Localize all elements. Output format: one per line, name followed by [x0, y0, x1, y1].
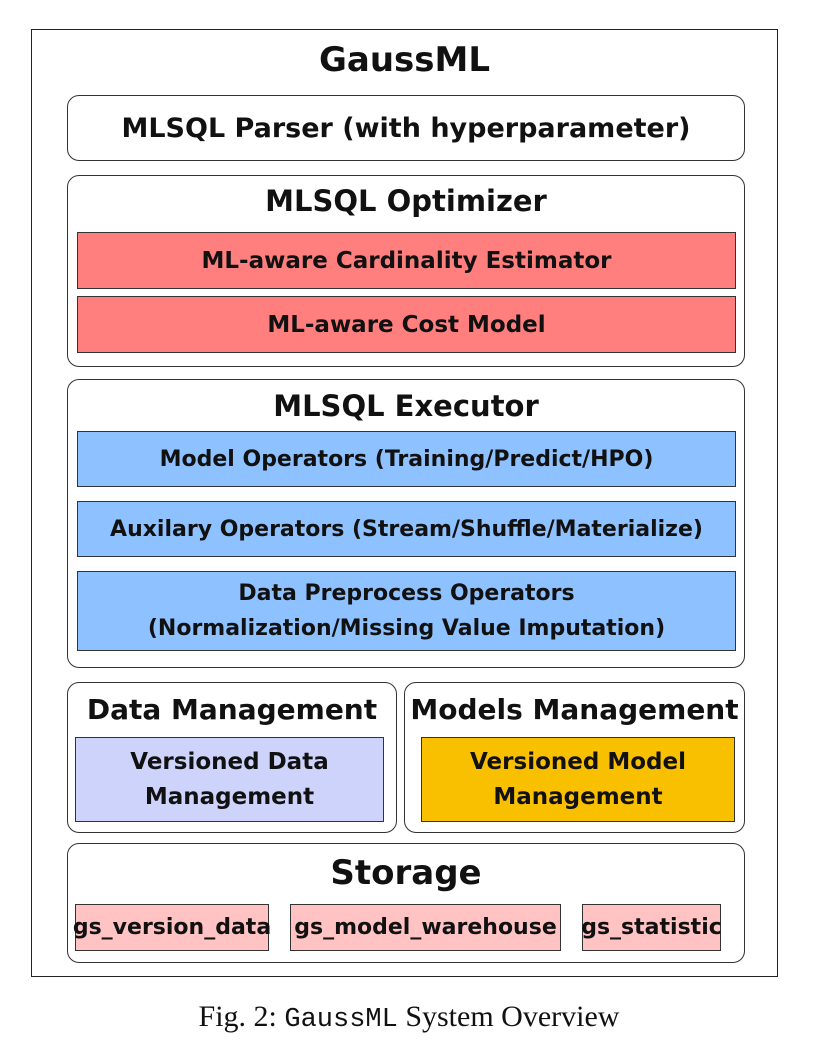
cardinality-estimator-box: ML-aware Cardinality Estimator — [77, 232, 736, 289]
versioned-model-line1: Versioned Model — [470, 748, 686, 775]
auxiliary-operators-box: Auxilary Operators (Stream/Shuffle/Mater… — [77, 501, 736, 557]
cost-model-label: ML-aware Cost Model — [267, 311, 546, 338]
versioned-data-line2: Management — [144, 783, 315, 810]
system-title: GaussML — [318, 40, 491, 80]
data-management-title: Data Management — [86, 693, 378, 726]
storage-table-version-data: gs_version_data — [72, 904, 272, 951]
cost-model-box: ML-aware Cost Model — [77, 296, 736, 353]
executor-title: MLSQL Executor — [273, 389, 539, 423]
versioned-data-management-box: Versioned Data Management — [75, 737, 384, 822]
cardinality-estimator-label: ML-aware Cardinality Estimator — [201, 247, 612, 274]
storage-table-label: gs_model_warehouse — [294, 915, 557, 940]
preprocess-operators-box: Data Preprocess Operators (Normalization… — [77, 571, 736, 651]
versioned-model-management-box: Versioned Model Management — [421, 737, 735, 822]
preprocess-operators-detail: (Normalization/Missing Value Imputation) — [147, 616, 666, 641]
parser-label: MLSQL Parser (with hyperparameter) — [121, 112, 691, 144]
caption-system-name: GaussML — [284, 1005, 398, 1035]
preprocess-operators-label: Data Preprocess Operators — [238, 581, 575, 606]
storage-table-label: gs_version_data — [72, 915, 272, 940]
storage-title: Storage — [330, 853, 482, 893]
parser-box: MLSQL Parser (with hyperparameter) — [67, 95, 745, 161]
caption-suffix: System Overview — [405, 1000, 620, 1033]
storage-table-statistic: gs_statistic — [581, 904, 722, 951]
caption-prefix: Fig. 2: — [198, 1000, 277, 1033]
storage-table-model-warehouse: gs_model_warehouse — [290, 904, 561, 951]
model-operators-box: Model Operators (Training/Predict/HPO) — [77, 431, 736, 487]
storage-table-label: gs_statistic — [581, 915, 722, 940]
figure-caption: Fig. 2: GaussML System Overview — [0, 1000, 818, 1035]
auxiliary-operators-label: Auxilary Operators (Stream/Shuffle/Mater… — [110, 516, 703, 542]
gaussml-system-frame — [31, 29, 778, 977]
model-operators-label: Model Operators (Training/Predict/HPO) — [159, 446, 654, 472]
models-management-title: Models Management — [410, 693, 739, 726]
optimizer-title: MLSQL Optimizer — [265, 184, 547, 218]
versioned-model-line2: Management — [493, 783, 663, 810]
versioned-data-line1: Versioned Data — [130, 748, 329, 775]
